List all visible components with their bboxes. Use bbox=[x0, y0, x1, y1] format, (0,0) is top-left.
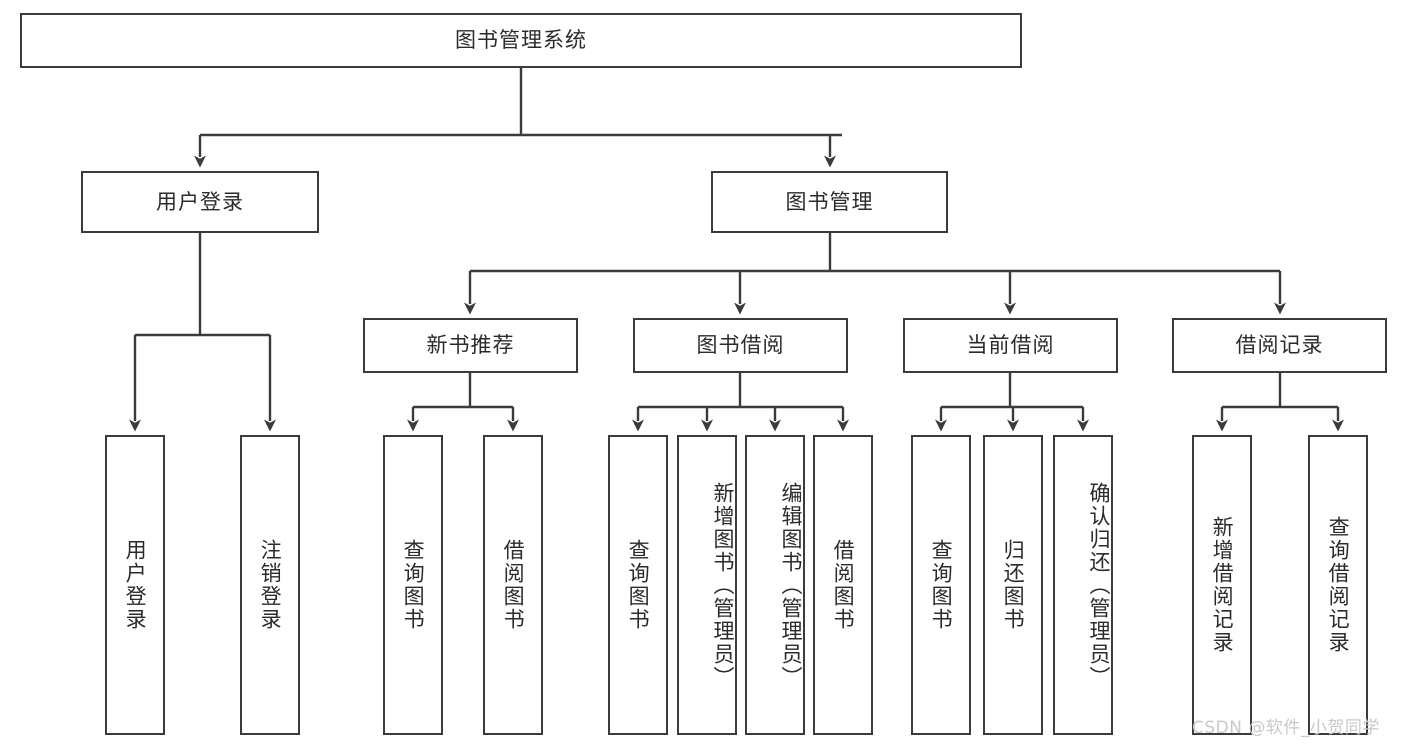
node-leaf-user-logout[interactable]: 注销登录 bbox=[240, 435, 300, 735]
node-user-login[interactable]: 用户登录 bbox=[81, 171, 319, 233]
node-borrow-record[interactable]: 借阅记录 bbox=[1172, 318, 1387, 373]
node-leaf-add-book[interactable]: 新增图书（管理员） bbox=[677, 435, 737, 735]
csdn-watermark: CSDN @软件_小贺同学 bbox=[1192, 718, 1380, 738]
node-leaf-add-record[interactable]: 新增借阅记录 bbox=[1192, 435, 1252, 735]
node-leaf-query-book-2[interactable]: 查询图书 bbox=[608, 435, 668, 735]
node-leaf-query-book-3[interactable]: 查询图书 bbox=[911, 435, 971, 735]
node-book-borrow[interactable]: 图书借阅 bbox=[633, 318, 848, 373]
node-leaf-user-login[interactable]: 用户登录 bbox=[105, 435, 165, 735]
node-book-manage[interactable]: 图书管理 bbox=[711, 171, 948, 233]
node-leaf-query-record[interactable]: 查询借阅记录 bbox=[1308, 435, 1368, 735]
node-leaf-return-book[interactable]: 归还图书 bbox=[983, 435, 1043, 735]
node-leaf-confirm-return[interactable]: 确认归还（管理员） bbox=[1053, 435, 1113, 735]
node-current-borrow[interactable]: 当前借阅 bbox=[903, 318, 1118, 373]
node-root[interactable]: 图书管理系统 bbox=[20, 13, 1022, 68]
node-new-book-recommend[interactable]: 新书推荐 bbox=[363, 318, 578, 373]
node-leaf-borrow-book-2[interactable]: 借阅图书 bbox=[813, 435, 873, 735]
node-leaf-borrow-book-1[interactable]: 借阅图书 bbox=[483, 435, 543, 735]
node-leaf-query-book-1[interactable]: 查询图书 bbox=[383, 435, 443, 735]
node-leaf-edit-book[interactable]: 编辑图书（管理员） bbox=[745, 435, 805, 735]
